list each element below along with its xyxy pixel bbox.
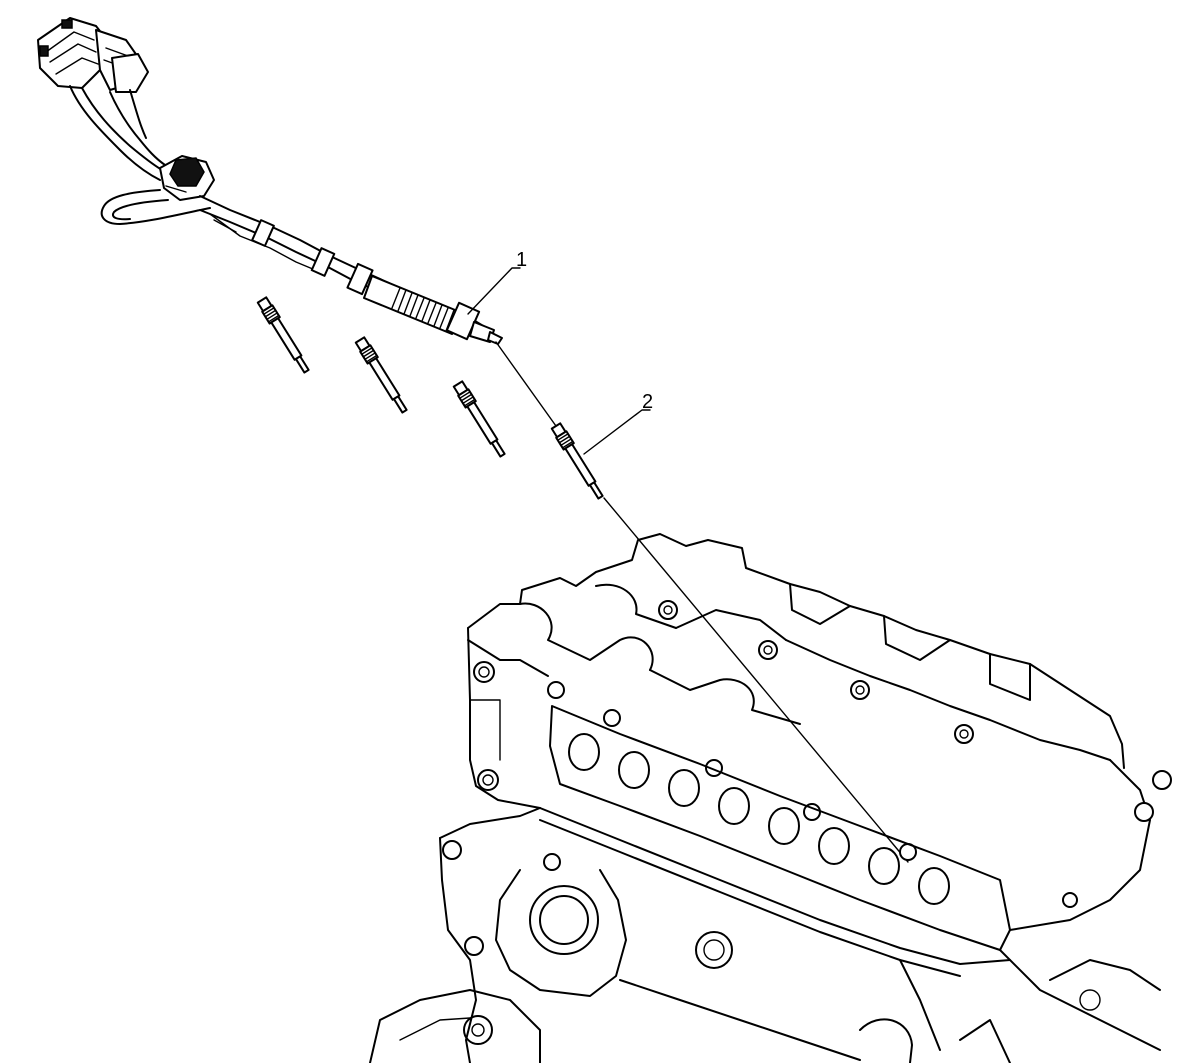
- glow-plug-4: [550, 422, 604, 500]
- glow-plug-1: [256, 296, 310, 374]
- alignment-line: [495, 341, 909, 863]
- engine-block: [369, 807, 1161, 1063]
- harness-secondary-connector: [159, 155, 215, 201]
- glow-plug-2: [354, 336, 408, 414]
- harness-corrugated-section: [363, 275, 461, 335]
- harness-end-terminal: [445, 301, 503, 345]
- callout-2-label: 2: [642, 391, 653, 413]
- callout-2: 2: [583, 391, 653, 455]
- callout-1-label: 1: [516, 249, 527, 271]
- glow-plug-3: [452, 380, 506, 458]
- callout-1: 1: [467, 249, 527, 315]
- harness-main-connector: [37, 17, 149, 93]
- glow-plug-harness: [37, 17, 503, 345]
